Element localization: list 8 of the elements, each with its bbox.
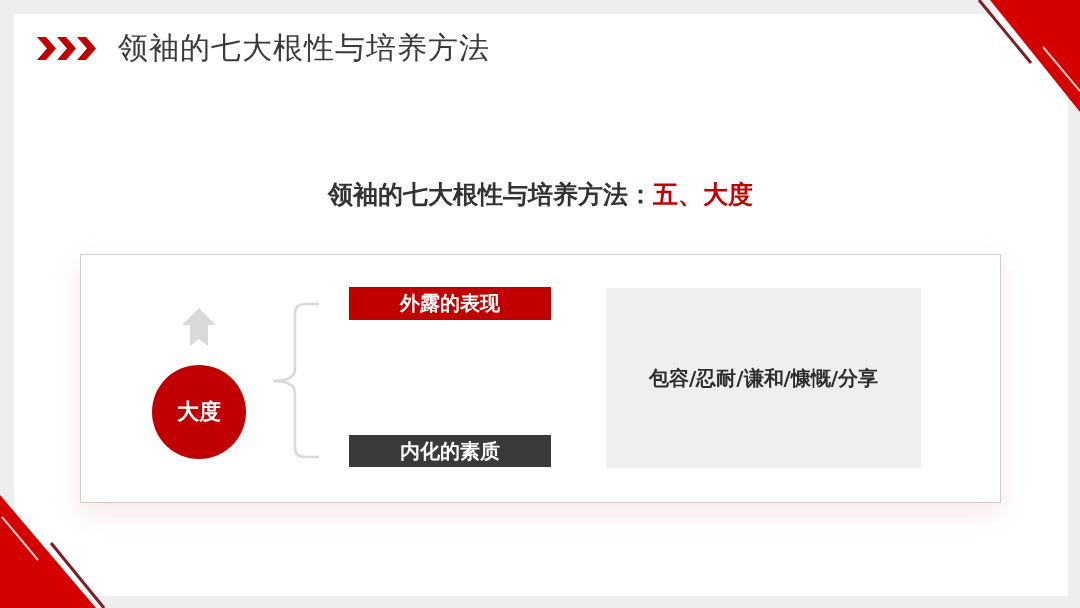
content-panel xyxy=(80,254,1001,503)
heading-bar: 外露的表现 xyxy=(349,287,551,320)
slide-title: 领袖的七大根性与培养方法 xyxy=(118,29,490,67)
heading-bar: 内化的素质 xyxy=(349,435,551,467)
text-panel: 包容/忍耐/谦和/慷慨/分享 xyxy=(606,288,921,468)
subtitle-text: 领袖的七大根性与培养方法： xyxy=(327,179,653,211)
trait-circle: 大度 xyxy=(152,365,246,459)
subtitle-highlight: 五、大度 xyxy=(652,179,753,211)
